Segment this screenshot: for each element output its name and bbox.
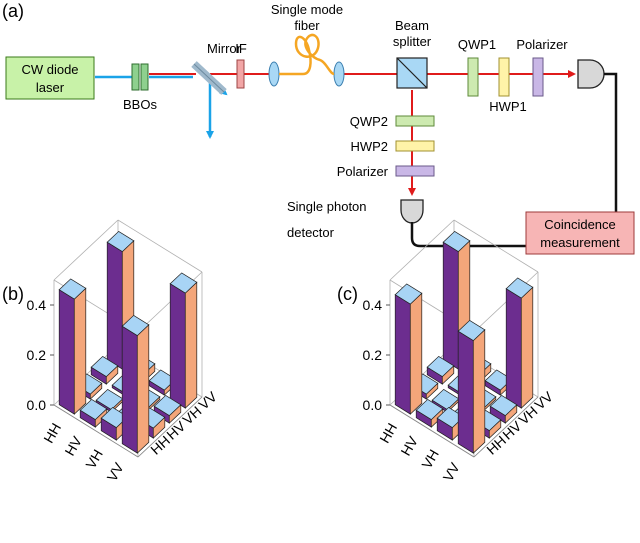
coincidence-box <box>525 211 635 255</box>
lens-2 <box>333 61 345 87</box>
chart-c-bar-VV-HH-top <box>394 283 423 305</box>
if-label: IF <box>235 41 247 56</box>
chart-c-bar-VV-HH-side <box>409 292 423 415</box>
chart-b-z-tick-label: 0.2 <box>27 347 47 363</box>
panel-label-c: (c) <box>337 284 358 304</box>
mirror-edge <box>193 63 225 93</box>
chart-b-z-tick-label: 0.0 <box>27 397 47 413</box>
hwp1-plate <box>498 57 510 97</box>
chart-c-box-edge <box>453 219 539 273</box>
chart-c-bar-VV-VV-top <box>457 319 486 342</box>
detector-bottom <box>400 199 424 224</box>
chart-b-front-edge <box>137 396 203 458</box>
chart-c-bar-VV-HV-top <box>415 398 444 421</box>
chart-b-bar-HH-HH-front <box>106 241 123 370</box>
qwp2-label: QWP2 <box>350 114 388 129</box>
chart-c-row-label: HV <box>397 433 421 458</box>
chart-c-bar-HV-VV-top <box>489 394 518 417</box>
polarizer1-plate <box>532 57 544 97</box>
chart-b-row-label: VV <box>104 459 128 484</box>
chart-b-bar-VV-VV-side <box>136 323 150 454</box>
laser-box <box>5 56 95 100</box>
fiber-label-line2: fiber <box>294 18 320 33</box>
bbos-label: BBOs <box>123 97 157 112</box>
mirror-label: Mirror <box>207 41 242 56</box>
chart-c-front-edge <box>389 404 475 458</box>
single-mode-fiber <box>279 33 335 76</box>
hwp1-label: HWP1 <box>489 99 527 114</box>
fiber-label-line1: Single mode <box>271 2 343 17</box>
beam-splitter-diagonal <box>396 57 428 89</box>
polarizer2-plate <box>395 165 435 177</box>
chart-c-bar-HH-HH-top <box>442 230 471 253</box>
detector-label-line1: Single photon <box>287 199 367 214</box>
chart-b-bar-VV-HH-front <box>58 289 75 415</box>
polarizer2-label: Polarizer <box>337 164 389 179</box>
chart-b-bar-VV-HV-top <box>79 398 108 421</box>
coincidence-label-line2: measurement <box>540 235 620 250</box>
panel-label-a: (a) <box>2 1 24 21</box>
laser-label-line2: laser <box>36 80 65 95</box>
polarizer1-label: Polarizer <box>516 37 568 52</box>
chart-b-bar-VV-HH-side <box>73 287 87 415</box>
bs-label-line1: Beam <box>395 18 429 33</box>
panel-label-b: (b) <box>2 284 24 304</box>
chart-c-z-tick-label: 0.0 <box>363 397 383 413</box>
qwp1-plate <box>467 57 479 97</box>
laser-label-line1: CW diode <box>21 62 78 77</box>
chart-b-bar-HH-VV-top <box>169 272 198 294</box>
coincidence-label-line1: Coincidence <box>544 217 616 232</box>
cable-right <box>604 72 618 212</box>
chart-b-bar-HH-HH-top <box>106 230 135 253</box>
chart-c-front-edge <box>473 396 539 458</box>
hwp2-label: HWP2 <box>350 139 388 154</box>
chart-b-bar-HH-VV-side <box>184 281 198 409</box>
panel-a: (a) CW diode laser BBOs Mirror IF Single… <box>2 1 635 255</box>
chart-b-bar-HV-VV-top <box>153 394 182 417</box>
cable-bottom <box>410 222 526 248</box>
chart-c-z-tick-label: 0.4 <box>363 297 383 313</box>
chart-b-bar-VV-VV-front <box>121 325 138 454</box>
chart-b-box-edge <box>117 219 203 273</box>
chart-b-bar-VV-HH-top <box>58 278 87 300</box>
chart-b-bar-HV-HH-top <box>90 355 119 378</box>
bbo-crystal-1 <box>131 63 140 91</box>
chart-c-bar-VV-VV-front <box>457 330 474 454</box>
chart-c-bar-VV-VV-side <box>472 328 486 454</box>
chart-b-z-tick-label: 0.4 <box>27 297 47 313</box>
chart-c-row-label: VV <box>440 459 464 484</box>
qwp1-label: QWP1 <box>458 37 496 52</box>
chart-c-z-tick-label: 0.2 <box>363 347 383 363</box>
bbo-crystal-2 <box>140 63 149 91</box>
hwp2-plate <box>395 140 435 152</box>
bs-label-line2: splitter <box>393 34 432 49</box>
chart-b-bar-VV-VV-top <box>121 314 150 337</box>
lens-1 <box>268 61 280 87</box>
chart-c-bar-HH-VV-front <box>505 288 522 409</box>
qwp2-plate <box>395 115 435 127</box>
chart-c-bar-HH-HH-front <box>442 241 459 370</box>
chart-b-bar-HH-VV-front <box>169 283 186 409</box>
detector-label-line2: detector <box>287 225 335 240</box>
chart-c-bar-HV-HH-top <box>426 355 455 378</box>
chart-c-bar-HH-VV-top <box>505 277 534 299</box>
chart-b-row-label: HV <box>61 433 85 458</box>
detector-right <box>577 59 605 89</box>
chart-c-bar-VV-HH-front <box>394 294 411 415</box>
chart-c-box-edge <box>389 219 455 281</box>
chart-b-row-label: VH <box>82 447 106 472</box>
chart-b-front-edge <box>53 404 139 458</box>
chart-b-row-label: HH <box>40 420 64 446</box>
chart-c-row-label: VH <box>418 447 442 472</box>
chart-c-bar-HH-VV-side <box>520 286 534 409</box>
interference-filter <box>236 59 245 89</box>
chart-b-box-edge <box>53 219 119 281</box>
chart-c-row-label: HH <box>376 420 400 446</box>
